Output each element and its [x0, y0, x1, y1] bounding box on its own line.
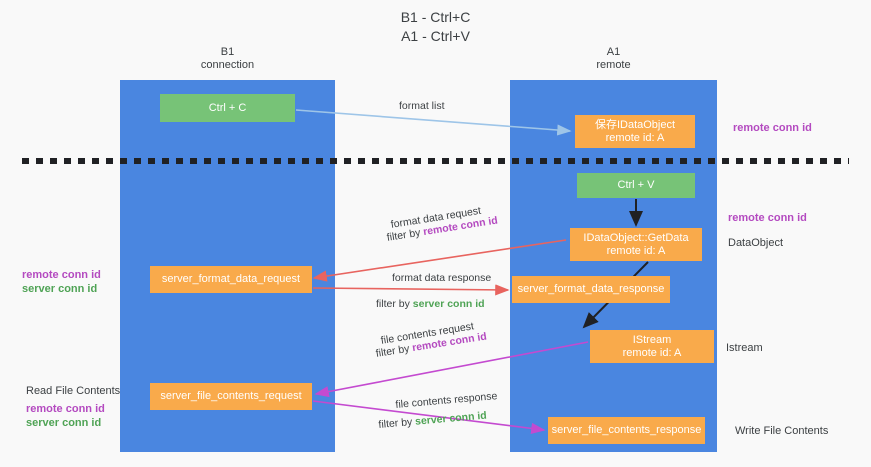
- edge-filter-key-server-conn-id: server conn id: [412, 298, 485, 310]
- node-idataobject-getdata-label: IDataObject::GetData: [583, 231, 689, 244]
- edge-label-file-contents-response-text: file contents response: [395, 390, 498, 411]
- column-header-b1: B1 connection: [120, 46, 335, 72]
- edge-filter-prefix: filter by: [376, 298, 413, 310]
- node-server-format-data-request[interactable]: server_format_data_request: [150, 266, 312, 293]
- node-server-file-contents-request[interactable]: server_file_contents_request: [150, 383, 312, 410]
- annotation-read-file-contents: Read File Contents: [26, 385, 121, 397]
- edge-label-format-data-response-text: format data response: [392, 272, 492, 284]
- node-istream-label: IStream: [632, 333, 672, 346]
- node-server-format-data-request-label: server_format_data_request: [161, 273, 301, 285]
- node-save-idataobject-sub: remote id: A: [605, 131, 665, 144]
- node-idataobject-getdata[interactable]: IDataObject::GetData remote id: A: [570, 228, 702, 261]
- diagram-title: B1 - Ctrl+C A1 - Ctrl+V: [0, 8, 871, 46]
- annotation-remote-conn-id-top: remote conn id: [733, 121, 812, 135]
- node-server-file-contents-response-label: server_file_contents_response: [551, 424, 702, 436]
- edge-label-file-contents-response-filter: filter by server conn id: [378, 410, 487, 432]
- annotation-remote-conn-id-text: remote conn id: [26, 403, 105, 415]
- node-idataobject-getdata-sub: remote id: A: [606, 244, 666, 257]
- column-a1-sub: remote: [596, 59, 631, 71]
- title-line-2: A1 - Ctrl+V: [401, 28, 470, 44]
- annotation-conn-ids-bottom: remote conn id server conn id: [26, 402, 105, 430]
- column-header-a1: A1 remote: [510, 46, 717, 72]
- title-line-1: B1 - Ctrl+C: [400, 9, 471, 25]
- edge-filter-key-server-conn-id: server conn id: [414, 409, 488, 428]
- node-server-format-data-response[interactable]: server_format_data_response: [512, 276, 670, 303]
- annotation-remote-conn-id-text: remote conn id: [733, 122, 812, 134]
- annotation-server-conn-id-text: server conn id: [26, 417, 102, 429]
- node-server-file-contents-response[interactable]: server_file_contents_response: [548, 417, 705, 444]
- node-istream[interactable]: IStream remote id: A: [590, 330, 714, 363]
- node-ctrl-v-label: Ctrl + V: [617, 179, 655, 191]
- node-save-idataobject[interactable]: 保存IDataObject remote id: A: [575, 115, 695, 148]
- node-save-idataobject-label: 保存IDataObject: [594, 118, 676, 131]
- annotation-write-file-contents: Write File Contents: [735, 425, 829, 437]
- arrow-format-data-response: [312, 284, 510, 296]
- annotation-conn-ids-middle: remote conn id server conn id: [22, 268, 101, 296]
- annotation-istream: Istream: [726, 342, 763, 354]
- annotation-dataobject: DataObject: [728, 237, 784, 249]
- node-ctrl-c-label: Ctrl + C: [208, 101, 247, 114]
- annotation-remote-conn-id-text: remote conn id: [728, 212, 807, 224]
- node-istream-sub: remote id: A: [622, 346, 682, 359]
- annotation-remote-conn-id-text: remote conn id: [22, 269, 101, 281]
- column-a1-name: A1: [606, 46, 621, 58]
- column-b1-name: B1: [220, 46, 235, 58]
- edge-label-format-list-text: format list: [399, 100, 445, 112]
- edge-filter-prefix: filter by: [378, 415, 416, 431]
- node-ctrl-v[interactable]: Ctrl + V: [577, 173, 695, 198]
- annotation-remote-conn-id-middle: remote conn id: [728, 211, 807, 225]
- annotation-server-conn-id-text: server conn id: [22, 283, 98, 295]
- edge-label-file-contents-response: file contents response: [395, 390, 498, 412]
- column-b1-sub: connection: [200, 59, 255, 71]
- node-server-format-data-response-label: server_format_data_response: [517, 283, 665, 295]
- edge-label-format-data-response: format data response: [392, 272, 491, 285]
- node-server-file-contents-request-label: server_file_contents_request: [160, 390, 302, 402]
- edge-label-format-data-response-filter: filter by server conn id: [376, 298, 485, 311]
- node-ctrl-c[interactable]: Ctrl + C: [160, 94, 295, 122]
- edge-label-format-list: format list: [399, 100, 445, 113]
